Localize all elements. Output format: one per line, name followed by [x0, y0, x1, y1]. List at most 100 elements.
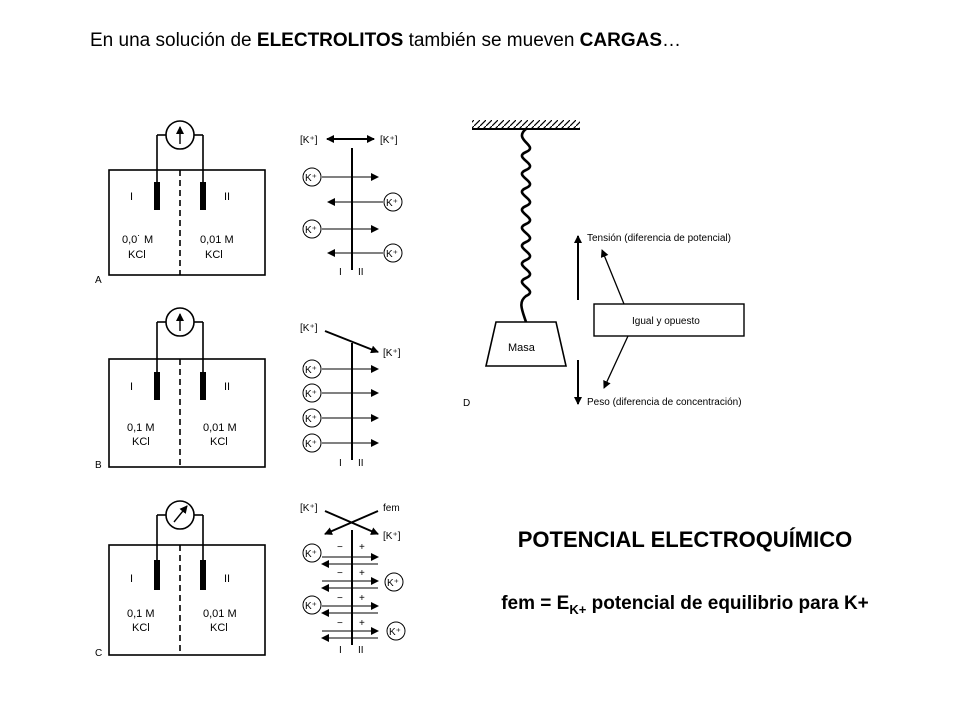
formula-suffix: potencial de equilibrio para K+ — [586, 593, 869, 614]
left-salt-b: KCl — [132, 436, 150, 448]
ion-bubble-a1: K⁺ — [302, 167, 322, 187]
charge-plus-c3: + — [359, 593, 365, 604]
axis-i-label-b: I — [339, 458, 342, 469]
ion-top-right-a: [K⁺] — [380, 135, 398, 146]
ion-bubble-b4: K⁺ — [302, 433, 322, 453]
panel-letter-d: D — [463, 398, 470, 409]
mass-label: Masa — [508, 342, 536, 354]
axis-i-label-c: I — [339, 645, 342, 656]
charge-minus-c3: − — [337, 593, 343, 604]
charge-plus-c4: + — [359, 618, 365, 629]
compartment-i-label-b: I — [130, 381, 133, 393]
panel-letter-b: B — [95, 460, 102, 471]
svg-text:K⁺: K⁺ — [305, 365, 317, 376]
compartment-ii-label-b: II — [224, 381, 230, 393]
compartment-ii-label-c: II — [224, 573, 230, 585]
ion-top-left-c: [K⁺] — [300, 503, 318, 514]
mass-block — [484, 321, 568, 367]
electrode-c-left — [154, 560, 160, 590]
ion-bubble-b1: K⁺ — [302, 359, 322, 379]
electrode-c-right — [200, 560, 206, 590]
voltmeter-a — [165, 120, 195, 150]
ion-bubble-c3: K⁺ — [302, 595, 322, 615]
weight-label: Peso (diferencia de concentración) — [587, 397, 742, 408]
equilibrium-formula: fem = EK+ potencial de equilibrio para K… — [420, 593, 950, 617]
svg-text:K⁺: K⁺ — [305, 414, 317, 425]
tension-label: Tensión (diferencia de potencial) — [587, 233, 731, 244]
panel-c: I II 0,1 M KCl 0,01 M KCl C [K⁺] fem [K⁺… — [95, 500, 406, 659]
panel-letter-a: A — [95, 275, 102, 286]
charge-plus-c2: + — [359, 568, 365, 579]
svg-text:K⁺: K⁺ — [305, 601, 317, 612]
panel-d: Masa Tensión (diferencia de potencial) P… — [463, 120, 745, 409]
right-salt-a: KCl — [205, 249, 223, 261]
axis-i-label-a: I — [339, 267, 342, 278]
electrode-a-right — [200, 182, 206, 210]
right-concentration-a: 0,01 M — [200, 234, 234, 246]
svg-text:K⁺: K⁺ — [305, 439, 317, 450]
beaker-a — [108, 134, 266, 276]
left-salt-a: KCl — [128, 249, 146, 261]
axis-ii-label-c: II — [358, 645, 364, 656]
svg-text:K⁺: K⁺ — [389, 627, 401, 638]
charge-minus-c4: − — [337, 618, 343, 629]
voltmeter-b — [165, 307, 195, 337]
panel-a: I II 0,0˙ M KCl 0,01 M KCl A [K⁺] [K⁺] K… — [95, 120, 403, 286]
svg-text:K⁺: K⁺ — [387, 578, 399, 589]
electrochemical-potential-title: POTENCIAL ELECTROQUÍMICO — [517, 527, 853, 552]
svg-text:K⁺: K⁺ — [386, 198, 398, 209]
charge-minus-c1: − — [337, 542, 343, 553]
axis-ii-label-a: II — [358, 267, 364, 278]
fem-arrow-c — [324, 510, 379, 535]
ion-bubble-a4: K⁺ — [383, 243, 403, 263]
equal-opposite-label: Igual y opuesto — [632, 316, 700, 327]
right-salt-b: KCl — [210, 436, 228, 448]
ion-top-right-c: [K⁺] — [383, 531, 401, 542]
charge-minus-c2: − — [337, 568, 343, 579]
voltmeter-c — [165, 500, 195, 530]
left-concentration-a: 0,0˙ M — [122, 234, 153, 246]
equal-pointer-down — [603, 335, 629, 389]
fem-label-c: fem — [383, 503, 400, 514]
formula-subscript: K+ — [569, 601, 587, 617]
ion-bubble-c4: K⁺ — [386, 621, 406, 641]
compartment-i-label-a: I — [130, 191, 133, 203]
svg-text:K⁺: K⁺ — [305, 173, 317, 184]
beaker-c — [108, 514, 266, 656]
ion-bubble-c2: K⁺ — [384, 572, 404, 592]
header-part-3: … — [662, 30, 682, 51]
ion-top-left-b: [K⁺] — [300, 323, 318, 334]
electrode-a-left — [154, 182, 160, 210]
header-part-1: En una solución de — [90, 30, 257, 51]
compartment-ii-label-a: II — [224, 191, 230, 203]
ion-bubble-c1: K⁺ — [302, 543, 322, 563]
svg-text:K⁺: K⁺ — [305, 549, 317, 560]
right-concentration-b: 0,01 M — [203, 422, 237, 434]
header-cargas: CARGAS — [579, 30, 663, 51]
ion-bubble-b3: K⁺ — [302, 408, 322, 428]
concentration-gradient-arrow-b — [324, 330, 379, 354]
ion-bubble-b2: K⁺ — [302, 383, 322, 403]
header-text: En una solución de ELECTROLITOS también … — [90, 30, 681, 52]
left-salt-c: KCl — [132, 622, 150, 634]
equal-opposite-box — [593, 303, 745, 337]
header-electrolitos: ELECTROLITOS — [256, 30, 404, 51]
svg-text:K⁺: K⁺ — [305, 389, 317, 400]
left-concentration-b: 0,1 M — [127, 422, 155, 434]
spring — [520, 127, 532, 323]
compartment-i-label-c: I — [130, 573, 133, 585]
svg-text:K⁺: K⁺ — [305, 225, 317, 236]
ion-bubble-a3: K⁺ — [302, 219, 322, 239]
ceiling-hatch — [472, 120, 580, 129]
ion-top-right-b: [K⁺] — [383, 348, 401, 359]
equal-pointer-up — [600, 249, 625, 305]
right-concentration-c: 0,01 M — [203, 608, 237, 620]
panel-letter-c: C — [95, 648, 102, 659]
axis-ii-label-b: II — [358, 458, 364, 469]
charge-plus-c1: + — [359, 542, 365, 553]
header-part-2: también se mueven — [403, 30, 580, 51]
ion-top-left-a: [K⁺] — [300, 135, 318, 146]
formula-prefix: fem = E — [501, 593, 570, 614]
ion-bubble-a2: K⁺ — [383, 192, 403, 212]
